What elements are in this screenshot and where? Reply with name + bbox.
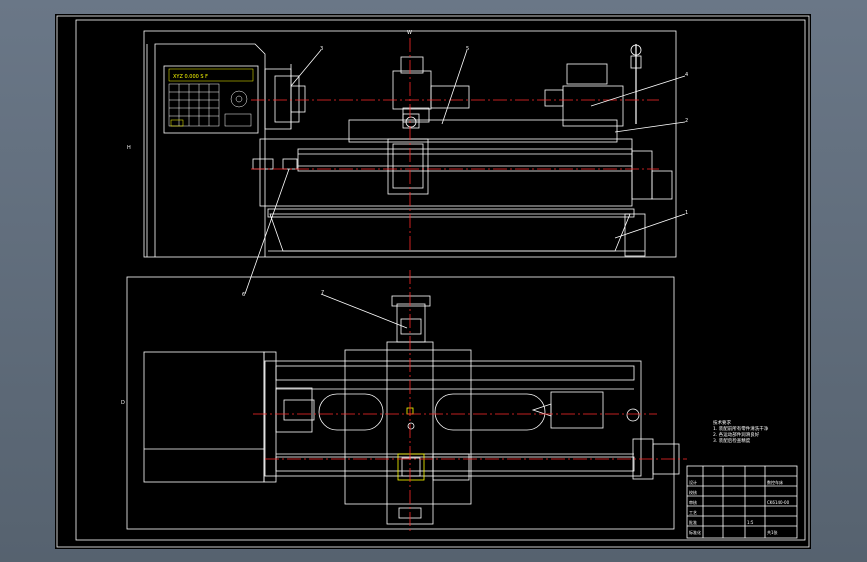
- saddle: [387, 138, 429, 195]
- way-cover-left: [318, 393, 384, 431]
- part-label-5: 5: [466, 46, 469, 52]
- headstock: [264, 68, 292, 130]
- machine-base: [269, 213, 631, 252]
- technical-notes: 技术要求 1. 装配前所有零件清洗干净 2. 各运动部件润滑良好 3. 装配后检…: [713, 419, 769, 444]
- way-cover-right: [434, 393, 546, 431]
- dimension-width: W: [407, 30, 412, 36]
- spindle-dial: [230, 90, 248, 108]
- front-view-outline: [143, 30, 677, 258]
- title-label-0: 设计: [689, 479, 697, 485]
- guide-rail: [297, 148, 633, 172]
- dimension-height: H: [127, 145, 131, 151]
- chuck-top: [275, 387, 313, 433]
- title-label-1: 校核: [689, 489, 697, 495]
- carriage: [348, 119, 618, 143]
- top-view: [126, 270, 687, 534]
- title-name: 数控车床: [767, 479, 783, 485]
- tool-holder-top: [397, 453, 425, 481]
- carriage-top: [344, 349, 472, 505]
- title-block: 设计 校核 审核 工艺 批准 标准化 数控车床 CK6140-00 1:5 共1…: [686, 465, 798, 539]
- title-sheet: 共1张: [767, 529, 778, 535]
- top-view-outline: [126, 276, 675, 530]
- part-label-6: 6: [242, 292, 245, 298]
- title-label-4: 批准: [689, 519, 697, 525]
- inner-frame: [75, 19, 806, 541]
- part-label-2: 2: [685, 118, 688, 124]
- drawing-sheet: XYZ 0.000 S F: [55, 14, 811, 549]
- part-label-3: 3: [320, 46, 323, 52]
- tool-motor: [392, 70, 432, 110]
- part-label-4: 4: [685, 72, 688, 78]
- part-label-1: 1: [685, 210, 688, 216]
- control-cabinet: [154, 43, 266, 257]
- note-line-0: 技术要求: [713, 419, 731, 426]
- panel-keypad: [168, 83, 252, 127]
- part-label-group: 3 5 4 2 1 6 7 W H D: [121, 30, 688, 406]
- title-label-3: 工艺: [689, 510, 697, 515]
- title-label-2: 审核: [689, 499, 697, 505]
- part-label-7: 7: [321, 290, 324, 296]
- feed-motor: [631, 150, 653, 200]
- dimension-depth: D: [121, 400, 125, 406]
- panel-screen: [168, 68, 254, 82]
- title-drawing-no: CK6140-00: [767, 500, 790, 505]
- control-panel: [163, 65, 259, 134]
- title-scale: 1:5: [747, 520, 754, 525]
- cad-drawing: XYZ 0.000 S F: [56, 15, 810, 548]
- cabinet-top: [143, 351, 265, 483]
- front-view: XYZ 0.000 S F: [121, 30, 688, 406]
- bed-top: [264, 360, 642, 477]
- note-line-3: 3. 装配后检查精度: [713, 437, 751, 444]
- leader-lines: [244, 49, 686, 295]
- note-line-1: 1. 装配前所有零件清洗干净: [713, 425, 769, 432]
- chuck: [274, 75, 300, 123]
- tailstock-top: [550, 391, 604, 429]
- outer-frame: [56, 15, 810, 548]
- panel-display-marks: XYZ 0.000 S F: [173, 74, 208, 80]
- note-line-2: 2. 各运动部件润滑良好: [713, 431, 760, 438]
- title-label-5: 标准化: [689, 529, 701, 535]
